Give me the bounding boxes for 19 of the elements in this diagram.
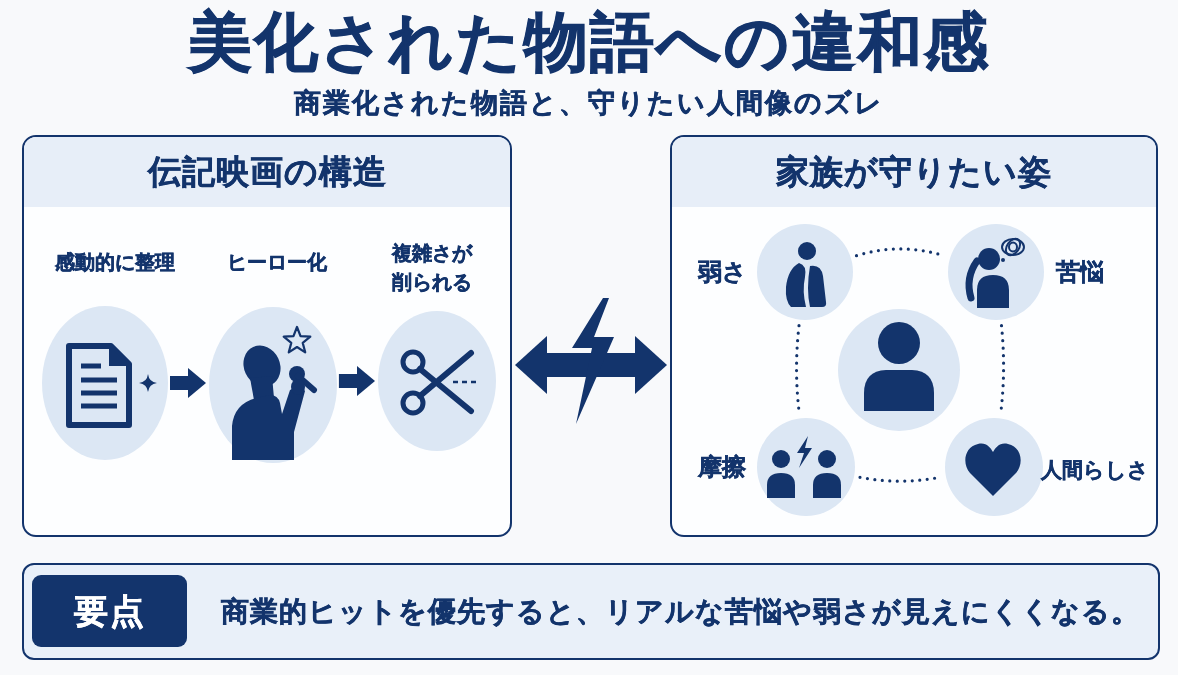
arrow <box>170 368 206 398</box>
panel <box>22 135 512 537</box>
arrow <box>338 366 375 396</box>
panel-header: 伝記映画の構造 <box>24 137 510 207</box>
key-point-tag: 要点 <box>32 575 187 647</box>
trait-label: 人間らしさ <box>1041 456 1149 484</box>
trait-label: 弱さ <box>697 256 747 288</box>
step-label: 感動的に整理 <box>55 248 175 276</box>
trait-label: 苦悩 <box>1056 256 1104 288</box>
panel <box>670 135 1158 537</box>
panel-header: 家族が守りたい姿 <box>672 137 1156 207</box>
title: 美化された物語への違和感 <box>188 3 990 81</box>
step-label: ヒーロー化 <box>227 248 327 276</box>
summary-band <box>22 563 1160 660</box>
double-arrow <box>515 336 667 394</box>
subtitle: 商業化された物語と、守りたい人間像のズレ <box>294 86 884 121</box>
trait-label: 摩擦 <box>698 451 746 483</box>
summary-text: 商業的ヒットを優先すると、リアルな苦悩や弱さが見えにくくなる。 <box>221 594 1140 631</box>
step-label: 複雑さが削られる <box>390 240 474 296</box>
